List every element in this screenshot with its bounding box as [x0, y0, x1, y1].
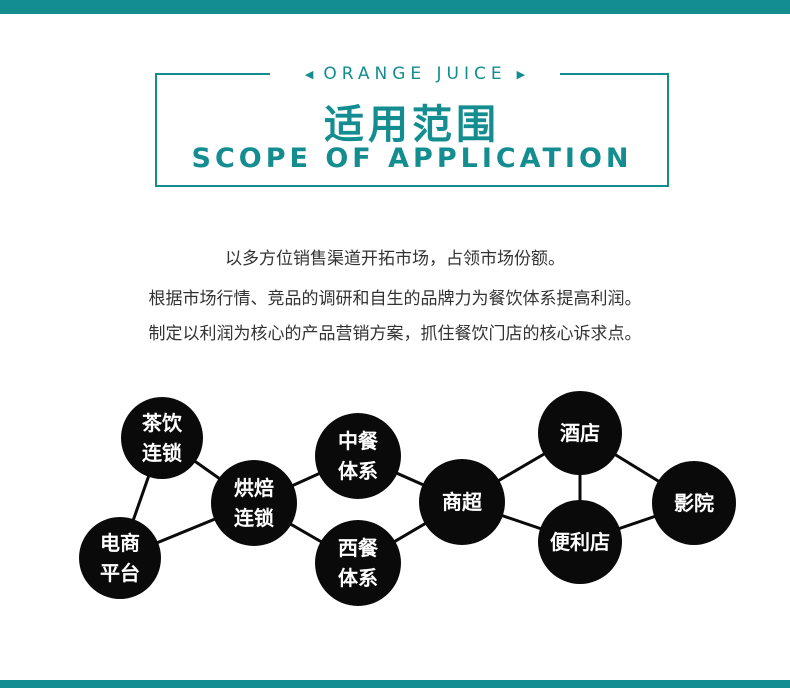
- node-ecommerce: 电商 平台: [79, 517, 161, 599]
- bottom-accent-bar: [0, 680, 790, 688]
- page-subtitle: SCOPE OF APPLICATION: [191, 143, 633, 174]
- node-chinese-food: 中餐 体系: [315, 413, 401, 499]
- node-cinema: 影院: [652, 461, 736, 545]
- page-title: 适用范围: [324, 102, 500, 148]
- eyebrow-text: ORANGE JUICE: [323, 64, 507, 84]
- arrow-right-icon: ▶: [516, 67, 526, 81]
- description-line-2: 根据市场行情、竞品的调研和自生的品牌力为餐饮体系提高利润。: [148, 289, 642, 309]
- description-line-3: 制定以利润为核心的产品营销方案，抓住餐饮门店的核心诉求点。: [148, 324, 642, 344]
- description-line-1: 以多方位销售渠道开拓市场，占领市场份额。: [225, 249, 565, 269]
- node-western-food: 西餐 体系: [315, 520, 401, 606]
- node-supermarket: 商超: [419, 459, 505, 545]
- node-tea-chain: 茶饮 连锁: [121, 397, 203, 479]
- node-bakery-chain: 烘焙 连锁: [211, 460, 297, 546]
- top-accent-bar: [0, 0, 790, 14]
- frame-gap: [270, 64, 560, 84]
- node-convenience-store: 便利店: [538, 500, 622, 584]
- arrow-left-icon: ◀: [304, 67, 314, 81]
- node-hotel: 酒店: [538, 391, 622, 475]
- eyebrow-row: ◀ ORANGE JUICE ▶: [270, 64, 560, 84]
